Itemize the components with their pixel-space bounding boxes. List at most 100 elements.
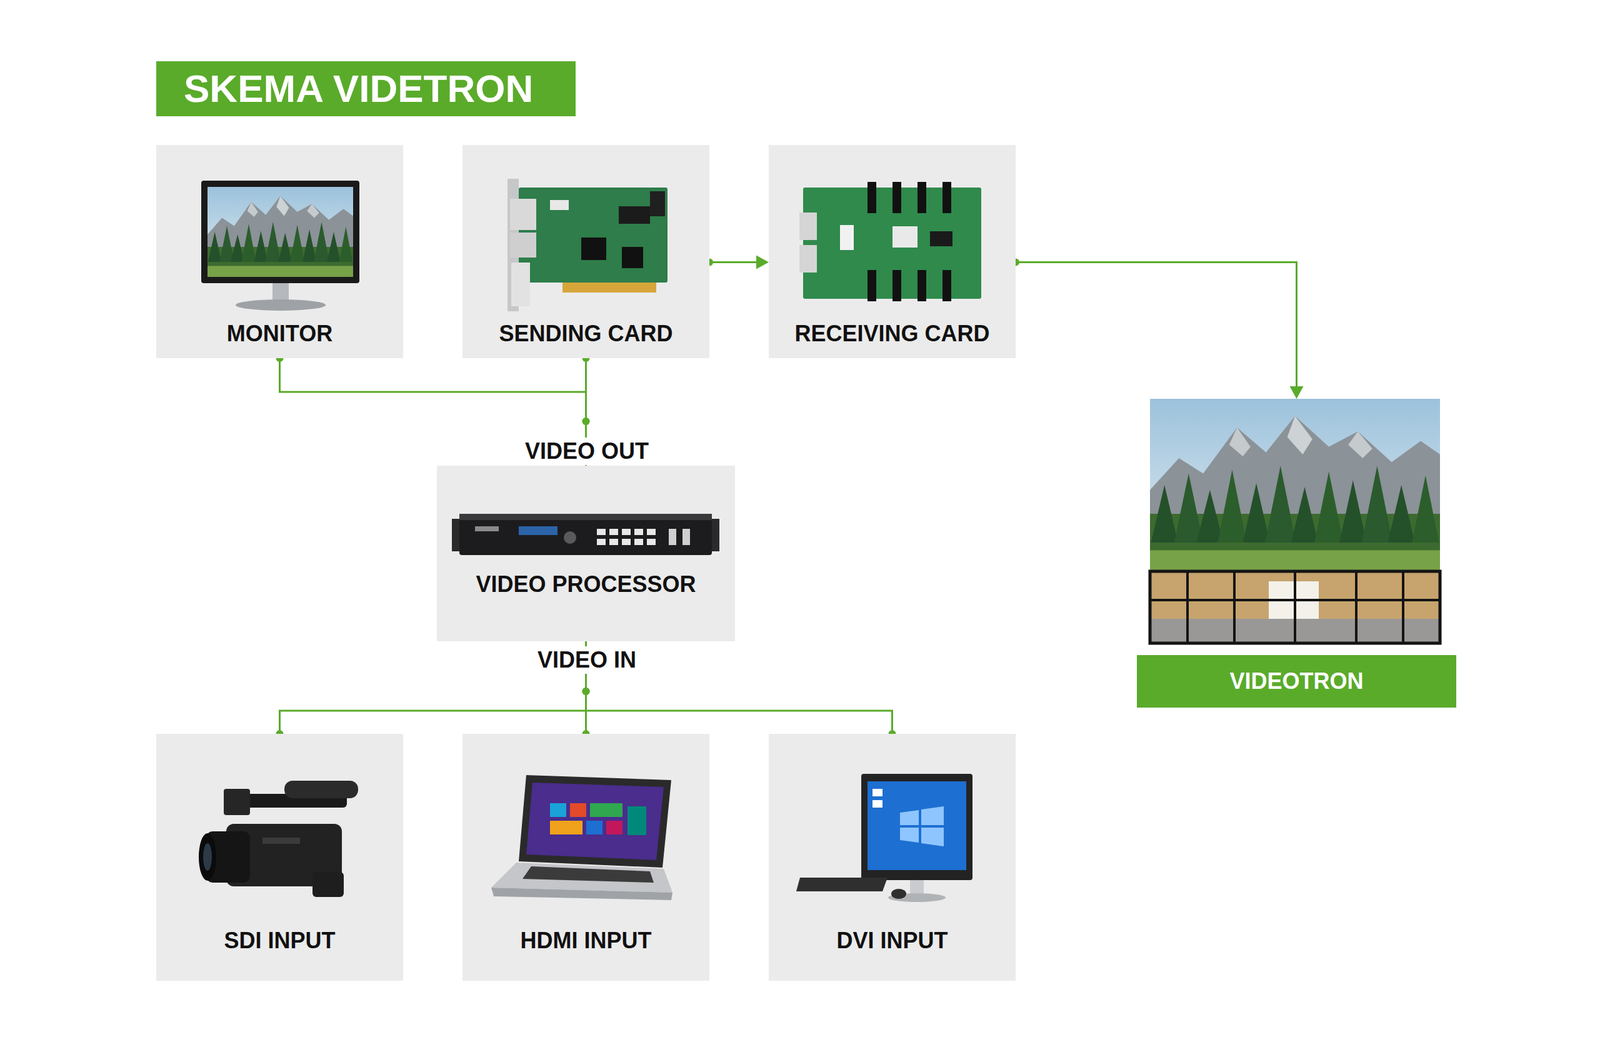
videotron-illustration [1150, 598, 1440, 602]
videotron-illustration [1355, 571, 1358, 644]
receiving-card-illustration [867, 181, 877, 214]
port-label-holder: VIDEO OUT [520, 437, 654, 465]
receiving-card-illustration [799, 245, 817, 273]
connector [705, 255, 769, 270]
videotron-illustration [1186, 571, 1189, 644]
connector-line [709, 261, 759, 264]
desktop-illustration [921, 806, 944, 825]
videotron-illustration [1233, 571, 1236, 644]
box-label: VIDEO PROCESSOR [473, 570, 699, 599]
receiving-card-illustration [892, 181, 902, 214]
receiving-card-illustration [930, 231, 953, 247]
monitor-illustration [235, 299, 326, 311]
video-processor-illustration [708, 518, 720, 552]
receiving-card-illustration [892, 270, 902, 302]
monitor-illustration [201, 180, 360, 311]
video-processor-illustration [609, 538, 619, 545]
connector-dot [582, 417, 590, 425]
box-label: DVI INPUT [833, 926, 950, 955]
video-processor-illustration [646, 528, 656, 535]
desktop-illustration [867, 781, 967, 870]
sending-card-illustration [650, 191, 665, 217]
sending-card-illustration [507, 178, 519, 312]
connector [1011, 258, 1304, 399]
receiving-card-illustration [799, 181, 982, 302]
desktop-illustration [900, 827, 919, 843]
laptop-illustration [627, 806, 647, 835]
input-box: HDMI INPUT [462, 733, 710, 981]
videotron-illustration [1401, 571, 1405, 644]
camera-illustration [203, 843, 212, 871]
arrow-head [756, 255, 769, 270]
sending-card-illustration [621, 246, 644, 269]
laptop-illustration [518, 775, 672, 868]
videotron-illustration [1293, 571, 1297, 644]
desktop-illustration [910, 880, 924, 895]
laptop-illustration [606, 820, 623, 835]
video-processor-illustration [475, 526, 499, 532]
video-processor-illustration [646, 538, 656, 545]
box-label: MONITOR [224, 320, 335, 348]
display-box: VIDEOTRON [1136, 398, 1457, 708]
desktop-illustration [891, 888, 907, 899]
desktop-illustration [872, 800, 883, 808]
device-box: RECEIVING CARD [768, 145, 1016, 359]
laptop-illustration [491, 887, 673, 900]
sending-card-illustration [562, 282, 657, 293]
band-label: VIDEOTRON [1136, 655, 1457, 708]
camera-illustration [223, 788, 250, 815]
box-label: HDMI INPUT [518, 926, 655, 955]
sending-card-illustration [507, 178, 668, 312]
receiving-card-illustration [917, 270, 927, 302]
receiving-card-illustration [867, 270, 877, 302]
sending-card-illustration [511, 262, 530, 307]
sending-card-illustration [550, 200, 569, 210]
connector-dot [582, 687, 590, 695]
title-band: SKEMA VIDETRON [156, 61, 576, 117]
videotron-illustration [1268, 581, 1319, 625]
laptop-illustration [526, 782, 664, 860]
camera-illustration [284, 780, 359, 799]
processor-box: VIDEO PROCESSOR [436, 465, 735, 642]
sending-card-illustration [618, 206, 650, 224]
camera-illustration [226, 823, 342, 887]
monitor-illustration [207, 186, 354, 277]
camera-illustration [206, 831, 250, 883]
connector-dot [582, 417, 590, 425]
box-label: SENDING CARD [496, 320, 675, 348]
camera-illustration [312, 871, 344, 897]
camera-illustration [237, 793, 347, 808]
monitor-illustration [201, 180, 360, 284]
desktop-illustration [921, 827, 944, 847]
videotron-illustration [1150, 571, 1440, 644]
desktop-illustration [888, 893, 946, 902]
video-processor-illustration [621, 538, 631, 545]
video-processor-illustration [563, 531, 577, 544]
camera-illustration [262, 837, 300, 844]
video-processor-illustration [634, 528, 644, 535]
receiving-card-illustration [799, 212, 817, 240]
laptop-illustration [550, 803, 567, 817]
videotron-illustration [1150, 398, 1440, 644]
laptop-illustration [491, 775, 673, 900]
videotron-illustration [1150, 571, 1440, 644]
desktop-illustration [900, 810, 919, 825]
video-processor-illustration [596, 538, 606, 545]
videotron-illustration [1150, 398, 1440, 572]
laptop-illustration [586, 820, 603, 835]
sending-card-illustration [518, 187, 668, 283]
video-processor-illustration [451, 513, 720, 555]
sending-card-illustration [510, 198, 537, 230]
video-processor-illustration [621, 528, 631, 535]
connector-line [1015, 262, 1297, 389]
laptop-illustration [522, 866, 654, 883]
sending-card-illustration [510, 232, 537, 258]
receiving-card-illustration [803, 187, 982, 299]
receiving-card-illustration [942, 181, 952, 214]
video-processor-illustration [596, 528, 606, 535]
video-processor-illustration [634, 538, 644, 545]
receiving-card-illustration [917, 181, 927, 214]
arrow-head [1290, 386, 1304, 399]
